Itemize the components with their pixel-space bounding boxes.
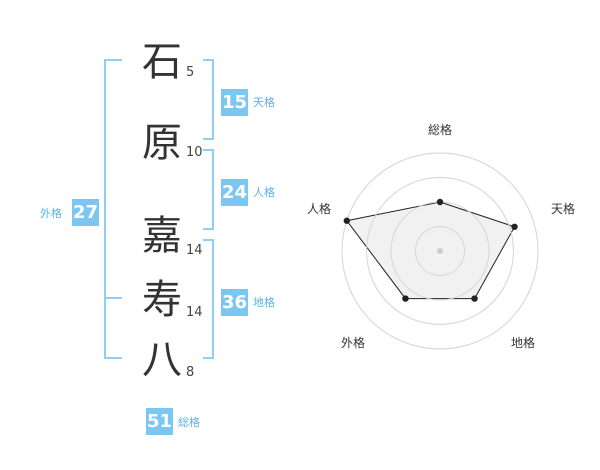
radar-ring bbox=[341, 152, 539, 350]
radar-ring bbox=[366, 177, 514, 325]
name-char-5: 八 bbox=[142, 337, 182, 383]
radar-point-1 bbox=[436, 198, 444, 206]
radar-point-5 bbox=[343, 217, 350, 224]
gaikaku-value: 27 bbox=[72, 199, 99, 226]
chikaku-label: 地格 bbox=[253, 296, 275, 309]
stroke-count-5: 8 bbox=[186, 365, 195, 380]
name-char-1: 石 bbox=[142, 39, 182, 85]
radar-ring-overlay bbox=[390, 201, 490, 301]
radar-axis-label-soukaku: 総格 bbox=[428, 123, 453, 137]
gaikaku-label: 外格 bbox=[40, 207, 62, 220]
radar-center-dot bbox=[437, 248, 443, 254]
jinkaku-label: 人格 bbox=[253, 186, 275, 199]
tenkaku-bracket bbox=[203, 59, 214, 140]
name-char-3: 嘉 bbox=[142, 213, 182, 259]
jinkaku-bracket bbox=[203, 149, 214, 230]
gaikaku-bracket bbox=[104, 59, 122, 359]
name-char-4: 寿 bbox=[142, 277, 182, 323]
stroke-count-3: 14 bbox=[186, 243, 203, 258]
chikaku-value: 36 bbox=[221, 289, 248, 316]
radar-axis-label-tenkaku: 天格 bbox=[551, 202, 576, 216]
radar-ring-overlay bbox=[415, 226, 465, 276]
stroke-count-4: 14 bbox=[186, 305, 203, 320]
chikaku-bracket bbox=[203, 239, 214, 359]
radar-point-3 bbox=[471, 295, 478, 302]
radar-ring bbox=[415, 226, 465, 276]
radar-polygon bbox=[345, 201, 516, 300]
stroke-count-2: 10 bbox=[186, 145, 203, 160]
radar-axis-label-jinkaku: 人格 bbox=[307, 202, 332, 216]
radar-ring-overlay bbox=[341, 152, 539, 350]
radar-point-2 bbox=[511, 223, 518, 230]
radar-axis-label-chikaku: 地格 bbox=[511, 336, 536, 350]
radar-ring bbox=[390, 201, 490, 301]
name-char-2: 原 bbox=[142, 120, 182, 166]
radar-point-4 bbox=[402, 295, 409, 302]
radar-axis-label-gaikaku: 外格 bbox=[341, 336, 366, 350]
soukaku-value: 51 bbox=[146, 408, 173, 435]
jinkaku-value: 24 bbox=[221, 179, 248, 206]
tenkaku-label: 天格 bbox=[253, 96, 275, 109]
soukaku-label: 総格 bbox=[178, 416, 200, 429]
tenkaku-value: 15 bbox=[221, 89, 248, 116]
radar-ring-overlay bbox=[366, 177, 514, 325]
stroke-count-1: 5 bbox=[186, 65, 195, 80]
